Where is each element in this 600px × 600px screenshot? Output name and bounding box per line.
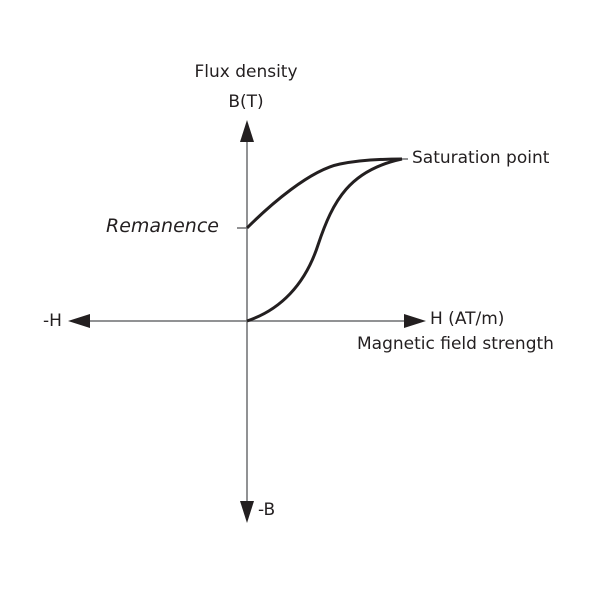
- y-axis-title: Flux density: [194, 62, 298, 82]
- y-axis-up-arrow: [240, 120, 254, 142]
- x-axis-left-arrow: [68, 314, 90, 328]
- upper-curve: [245, 157, 403, 230]
- y-axis-down-arrow: [240, 501, 254, 523]
- negative-b-label: -B: [258, 500, 276, 520]
- x-axis-right-arrow: [404, 314, 426, 328]
- y-axis-unit: B(T): [228, 92, 264, 112]
- negative-h-label: -H: [43, 311, 62, 331]
- positive-h-label: H (AT/m): [430, 309, 505, 329]
- saturation-label: Saturation point: [412, 148, 550, 168]
- x-axis-description: Magnetic field strength: [357, 334, 554, 354]
- lower-curve: [246, 157, 403, 323]
- remanence-label: Remanence: [106, 215, 219, 237]
